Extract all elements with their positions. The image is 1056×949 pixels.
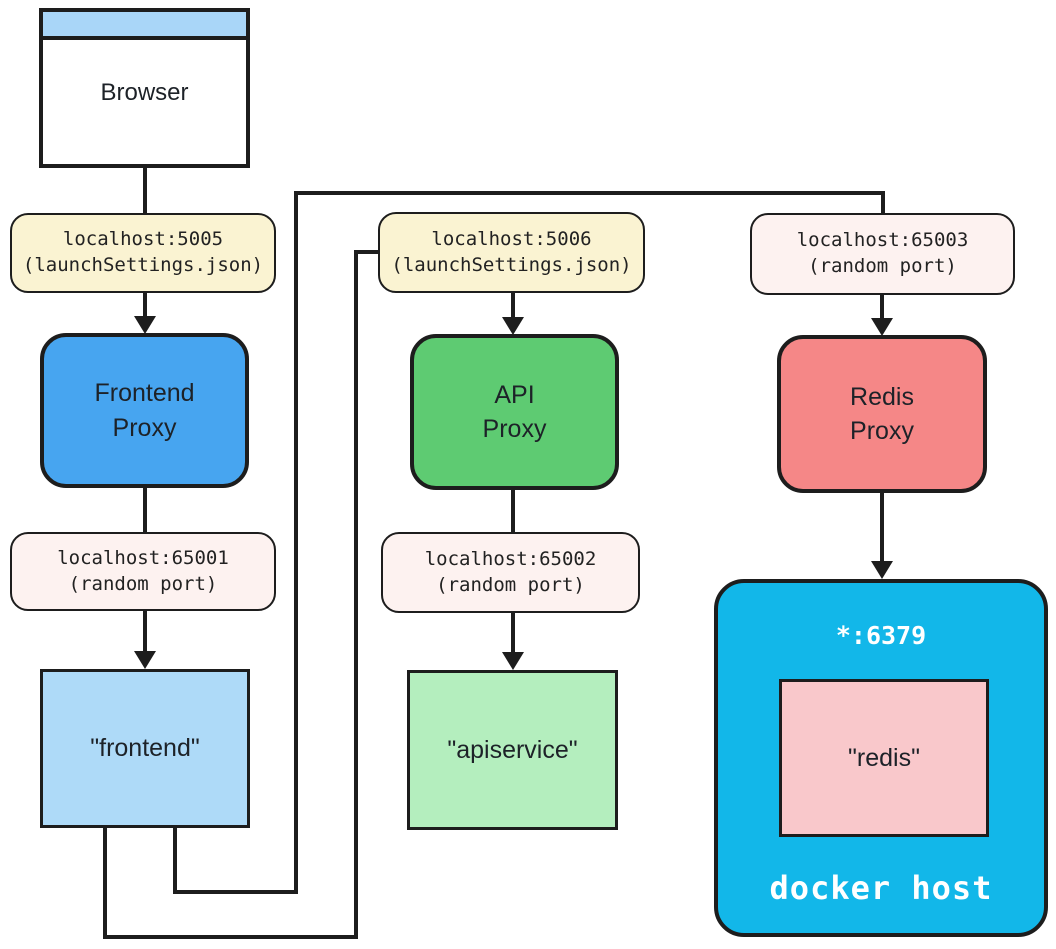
arrowhead-apiservice-container xyxy=(502,652,524,670)
frontend-launch-port-label: localhost:5005 (launchSettings.json) xyxy=(10,213,276,293)
docker-host-label: docker host xyxy=(769,869,993,907)
port-label-source: (launchSettings.json) xyxy=(391,253,632,276)
redis-container-label: "redis" xyxy=(848,743,920,772)
edge-redis-random-label-to-redis-proxy xyxy=(871,294,893,336)
edge-frontend-launch-label-to-frontend-proxy xyxy=(134,293,156,334)
frontend-random-port-label: localhost:65001 (random port) xyxy=(10,532,276,611)
frontend-proxy-node: Frontend Proxy xyxy=(40,333,249,488)
api-proxy-node: API Proxy xyxy=(410,334,619,490)
apiservice-container-label: "apiservice" xyxy=(447,735,578,764)
port-label-source: (launchSettings.json) xyxy=(22,254,264,276)
port-label-host: localhost:65002 xyxy=(424,547,597,570)
port-label-source: (random port) xyxy=(808,255,957,277)
frontend-proxy-label-line1: Frontend xyxy=(94,379,195,407)
browser-label: Browser xyxy=(100,79,189,106)
port-label-host: localhost:65001 xyxy=(57,546,229,569)
redis-proxy-node: Redis Proxy xyxy=(777,335,987,493)
api-launch-port-label: localhost:5006 (launchSettings.json) xyxy=(378,212,645,293)
redis-container-node: "redis" xyxy=(779,679,989,837)
edge-redis-proxy-to-docker-host xyxy=(871,492,893,579)
edge-frontend-random-label-to-frontend-container xyxy=(134,610,156,669)
api-proxy-label-line1: API xyxy=(494,380,535,409)
redis-random-port-label: localhost:65003 (random port) xyxy=(750,213,1015,295)
edge-api-random-label-to-apiservice-container xyxy=(502,612,524,670)
arrowhead-frontend-container xyxy=(134,651,156,669)
port-label-source: (random port) xyxy=(68,572,218,595)
docker-host-node: *:6379 "redis" docker host xyxy=(714,579,1048,937)
docker-host-port-label: *:6379 xyxy=(835,621,927,650)
apiservice-container-node: "apiservice" xyxy=(407,670,618,830)
frontend-container-node: "frontend" xyxy=(40,669,250,828)
arrowhead-api-proxy xyxy=(502,317,524,335)
port-label-host: localhost:5005 xyxy=(62,228,224,251)
redis-proxy-label-line2: Proxy xyxy=(850,417,914,445)
arrowhead-redis-proxy xyxy=(871,318,893,336)
port-label-source: (random port) xyxy=(436,573,585,596)
browser-titlebar xyxy=(43,12,246,40)
api-random-port-label: localhost:65002 (random port) xyxy=(381,532,640,613)
arrowhead-docker-host xyxy=(871,561,893,579)
frontend-proxy-label-line2: Proxy xyxy=(112,413,177,442)
frontend-container-label: "frontend" xyxy=(90,734,200,762)
arrowhead-frontend-proxy xyxy=(134,316,156,334)
port-label-host: localhost:65003 xyxy=(796,229,969,252)
port-label-host: localhost:5006 xyxy=(431,227,592,250)
edge-api-launch-label-to-api-proxy xyxy=(502,292,524,335)
redis-proxy-label-line1: Redis xyxy=(850,382,914,411)
api-proxy-label-line2: Proxy xyxy=(482,415,547,443)
browser-node: Browser xyxy=(39,8,250,168)
